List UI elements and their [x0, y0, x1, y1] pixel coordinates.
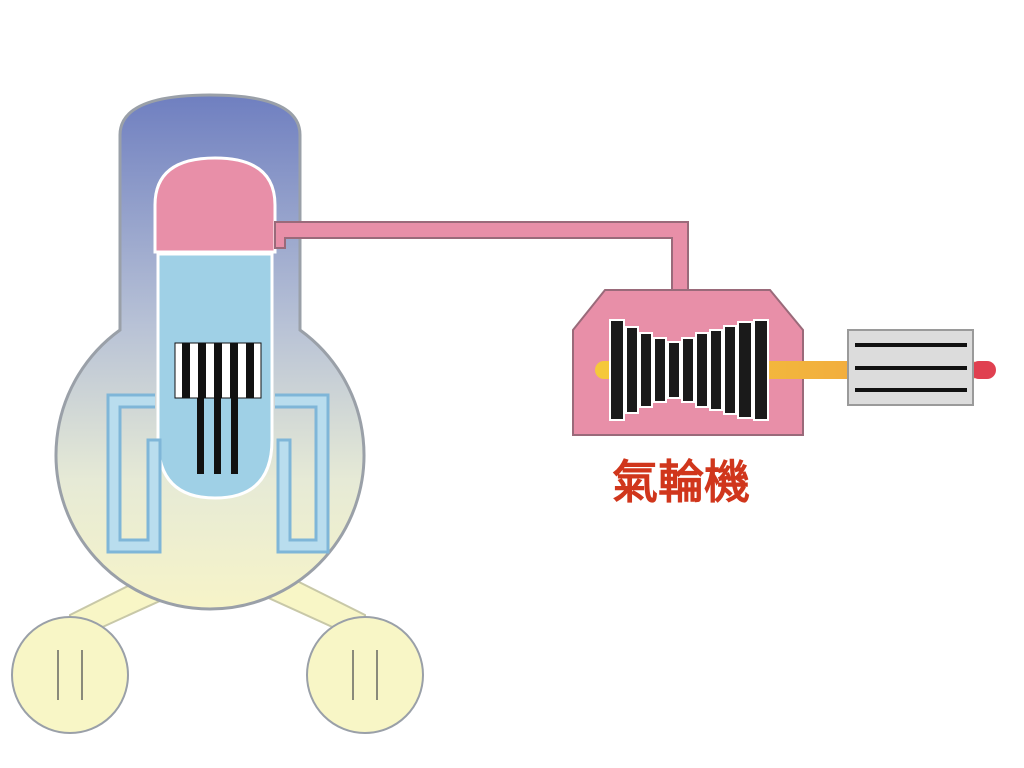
generator — [847, 329, 974, 406]
steam-dome — [153, 156, 277, 254]
steam-pipe — [274, 221, 689, 293]
turbine-label: 氣輪機 — [612, 455, 750, 509]
pump-inlets — [57, 650, 378, 700]
pump-right — [306, 616, 424, 734]
generator-shaft-tip — [970, 361, 996, 379]
turbine-blades — [609, 319, 769, 421]
pump-left — [11, 616, 129, 734]
coolant-loops — [106, 393, 330, 554]
fuel-assembly — [174, 342, 262, 474]
